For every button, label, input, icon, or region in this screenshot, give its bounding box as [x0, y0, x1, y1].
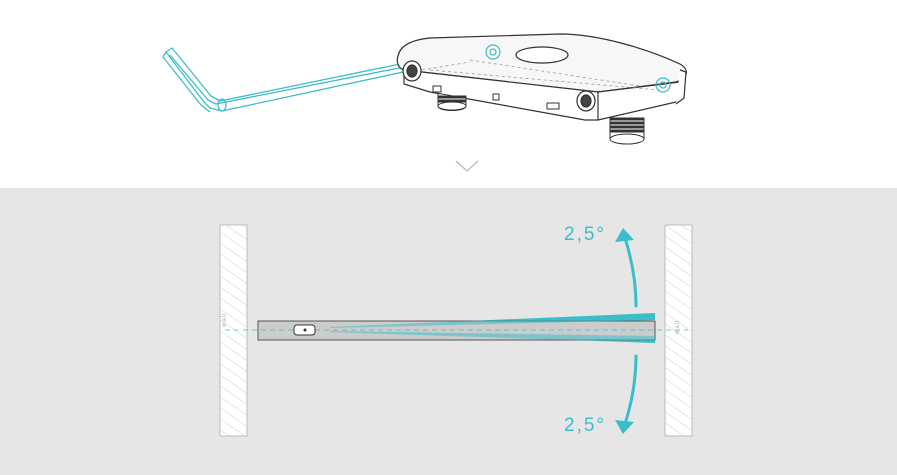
arc-arrows	[623, 236, 638, 426]
wall-label-right: wall	[675, 319, 681, 334]
hidden-lines	[409, 59, 661, 91]
arrow-heads	[615, 228, 634, 434]
angle-label-top: 2,5°	[564, 224, 607, 245]
level-window	[293, 324, 316, 336]
threaded-feet	[437, 94, 645, 145]
device-illustration-panel	[0, 0, 897, 188]
chevron-down-icon	[455, 160, 479, 172]
side-holes	[402, 60, 596, 112]
top-hole	[515, 46, 569, 64]
tilt-diagram-panel: 2,5° 2,5° wall wall	[0, 188, 897, 475]
wall-label-left: wall	[222, 312, 228, 327]
hex-key	[162, 47, 409, 113]
arc-down	[623, 354, 638, 426]
wall-left	[219, 224, 248, 437]
beam	[225, 313, 688, 343]
device-with-hex-key-drawing	[162, 33, 687, 172]
arrow-head-down	[615, 420, 634, 434]
wall-right	[664, 224, 693, 437]
arc-up	[623, 236, 638, 308]
angle-label-bottom: 2,5°	[564, 415, 607, 436]
front-slots	[432, 85, 560, 110]
tilt-diagram	[219, 224, 693, 437]
arrow-head-up	[615, 228, 634, 242]
